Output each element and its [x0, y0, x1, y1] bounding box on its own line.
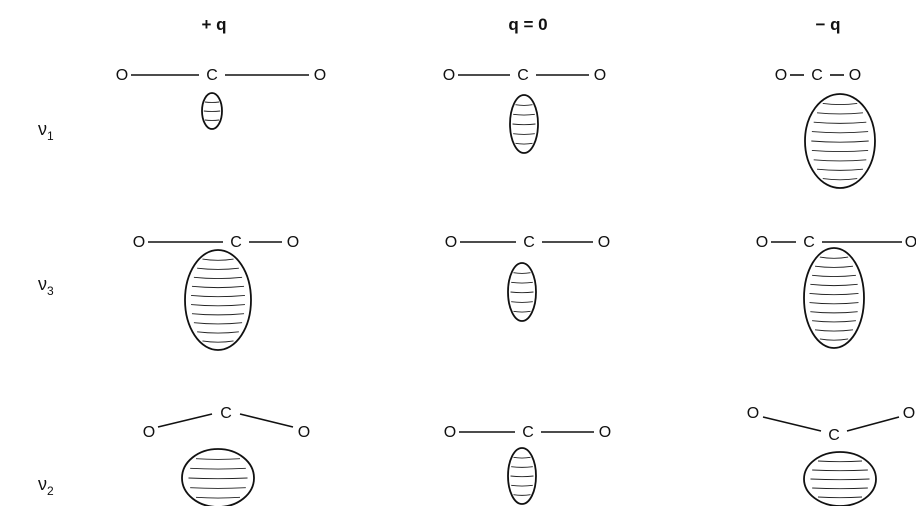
cell-v1-q-zero: O C O	[443, 67, 606, 153]
charge-ellipsoid-large	[805, 94, 875, 188]
bond-right	[847, 417, 899, 431]
row-label-v1-symbol: ν	[38, 119, 47, 139]
oxygen-atom-left: O	[756, 234, 768, 251]
charge-ellipsoid-medium	[508, 263, 536, 321]
co2-molecule: O C O	[747, 405, 915, 444]
row-label-v3: ν3	[38, 274, 54, 298]
charge-ellipsoid-medium	[508, 448, 536, 504]
row-label-v2: ν2	[38, 474, 54, 498]
ellipsoid-outline	[182, 449, 254, 506]
oxygen-atom-right: O	[314, 67, 326, 84]
oxygen-atom-right: O	[599, 424, 611, 441]
oxygen-atom-left: O	[143, 424, 155, 441]
column-header-q-zero: q = 0	[508, 15, 547, 34]
carbon-atom: C	[517, 67, 529, 84]
cell-v1-minus-q: O C O	[775, 67, 875, 188]
ellipsoid-outline	[185, 250, 251, 350]
oxygen-atom-left: O	[444, 424, 456, 441]
oxygen-atom-left: O	[443, 67, 455, 84]
oxygen-atom-left: O	[445, 234, 457, 251]
co2-molecule: O C O	[143, 405, 310, 441]
row-label-v2-subscript: 2	[47, 484, 54, 498]
carbon-atom: C	[206, 67, 218, 84]
row-label-v1-subscript: 1	[47, 129, 54, 143]
oxygen-atom-right: O	[598, 234, 610, 251]
cell-v3-plus-q: O C O	[133, 234, 299, 350]
co2-molecule: O C O	[116, 67, 326, 84]
carbon-atom: C	[220, 405, 232, 422]
charge-ellipsoid-medium	[510, 95, 538, 153]
oxygen-atom-right: O	[905, 234, 916, 251]
carbon-atom: C	[811, 67, 823, 84]
bond-left	[763, 417, 821, 431]
oxygen-atom-left: O	[775, 67, 787, 84]
carbon-atom: C	[523, 234, 535, 251]
column-header-minus-q: − q	[815, 15, 840, 34]
oxygen-atom-right: O	[298, 424, 310, 441]
cell-v3-minus-q: O C O	[756, 234, 916, 348]
charge-ellipsoid-small	[202, 93, 222, 129]
oxygen-atom-right: O	[287, 234, 299, 251]
row-label-v3-subscript: 3	[47, 284, 54, 298]
charge-ellipsoid-large	[185, 250, 251, 350]
cell-v2-minus-q: O C O	[747, 405, 915, 506]
row-label-v1: ν1	[38, 119, 54, 143]
carbon-atom: C	[803, 234, 815, 251]
cell-v1-plus-q: O C O	[116, 67, 326, 129]
row-label-v3-symbol: ν	[38, 274, 47, 294]
bond-left	[158, 414, 212, 427]
carbon-atom: C	[522, 424, 534, 441]
oxygen-atom-right: O	[849, 67, 861, 84]
cell-v2-plus-q: O C O	[143, 405, 310, 506]
ellipsoid-outline	[804, 248, 864, 348]
carbon-atom: C	[230, 234, 242, 251]
co2-molecule: O C O	[775, 67, 861, 84]
co2-molecule: O C O	[133, 234, 299, 251]
oxygen-atom-right: O	[594, 67, 606, 84]
oxygen-atom-left: O	[116, 67, 128, 84]
cell-v2-q-zero: O C O	[444, 424, 611, 504]
charge-ellipsoid-large	[804, 248, 864, 348]
cell-v3-q-zero: O C O	[445, 234, 610, 321]
co2-molecule: O C O	[444, 424, 611, 441]
carbon-atom: C	[828, 427, 840, 444]
oxygen-atom-right: O	[903, 405, 915, 422]
row-label-v2-symbol: ν	[38, 474, 47, 494]
column-header-plus-q: + q	[201, 15, 226, 34]
oxygen-atom-left: O	[133, 234, 145, 251]
co2-molecule: O C O	[443, 67, 606, 84]
charge-ellipsoid-round	[182, 449, 254, 506]
co2-molecule: O C O	[445, 234, 610, 251]
oxygen-atom-left: O	[747, 405, 759, 422]
bond-right	[240, 414, 293, 427]
charge-ellipsoid-round	[804, 452, 876, 506]
